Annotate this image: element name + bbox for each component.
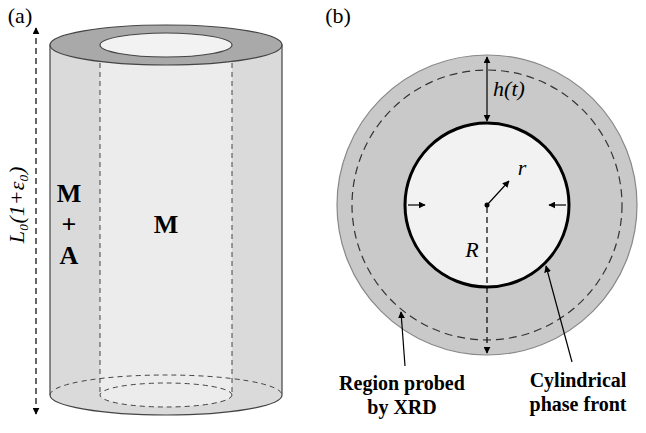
outer-shell bbox=[50, 45, 282, 415]
callout-label: Region probed by XRD bbox=[332, 371, 472, 419]
outer-ring bbox=[337, 55, 637, 355]
leader-line bbox=[401, 312, 405, 366]
dimension-label: R bbox=[465, 237, 478, 263]
hidden-edge bbox=[50, 375, 282, 395]
front-motion-arrow bbox=[549, 204, 566, 205]
phase-label: M + A bbox=[55, 178, 84, 272]
top-face bbox=[50, 25, 282, 65]
dimension-label: L₀(1+ε₀) bbox=[4, 167, 30, 244]
core-edge bbox=[100, 45, 101, 395]
panel-label: (a) bbox=[8, 3, 32, 29]
callout-label: Cylindrical phase front bbox=[517, 368, 639, 416]
cross-section bbox=[337, 55, 637, 366]
leader-line bbox=[546, 266, 572, 362]
phase-label: M bbox=[154, 209, 179, 240]
dimension-label: h(t) bbox=[493, 76, 525, 102]
front-motion-arrow bbox=[408, 204, 425, 205]
radius-arrow bbox=[487, 181, 509, 205]
cylinder bbox=[50, 25, 282, 415]
panel-label: (b) bbox=[325, 3, 351, 29]
hidden-edge bbox=[100, 383, 232, 407]
top-core bbox=[100, 33, 232, 57]
inner-core bbox=[100, 45, 232, 407]
length-arrow bbox=[35, 28, 36, 414]
dimension-label: r bbox=[518, 155, 527, 181]
outer-radius-arrow bbox=[486, 207, 487, 353]
core-edge bbox=[232, 45, 233, 395]
thickness-arrow bbox=[486, 57, 487, 121]
